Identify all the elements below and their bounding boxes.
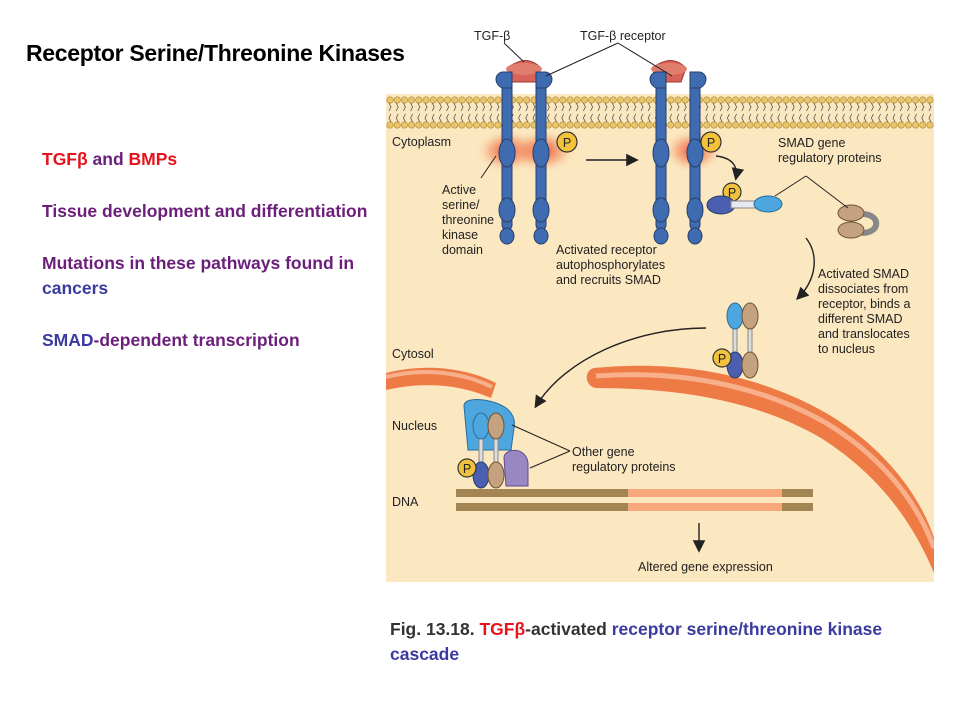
label-active-domain: Active serine/ threonine kinase domain (442, 183, 498, 257)
svg-text:P: P (728, 186, 736, 200)
nuclear-envelope (386, 365, 934, 573)
svg-text:P: P (718, 352, 726, 366)
leader-lines (480, 42, 849, 469)
svg-text:P: P (707, 136, 715, 150)
bullet-tissue-development: Tissue development and differentiation (42, 201, 368, 221)
label-tgfb: TGF-β (474, 29, 510, 43)
label-altered-gene-expression: Altered gene expression (638, 560, 773, 574)
caption-tgf-text: TGF (479, 619, 515, 639)
figure-caption: Fig. 13.18. TGFβ-activated receptor seri… (390, 617, 950, 667)
bullet-tgf-text: TGF (42, 149, 77, 169)
label-activated-smad: Activated SMAD dissociates from receptor… (818, 267, 914, 356)
bullet-dependent-text: -dependent transcription (93, 330, 300, 350)
bullet-mutations: Mutations in these pathways found in can… (42, 251, 372, 301)
bullet-mutations-text: Mutations in these pathways found in (42, 253, 355, 273)
phosphate-group: P (556, 131, 578, 153)
tgfb-pathway-diagram: P P P P P (386, 29, 934, 582)
label-cytosol: Cytosol (392, 347, 434, 361)
label-other-gene-regulatory: Other gene regulatory proteins (572, 445, 676, 474)
label-tgfb-receptor: TGF-β receptor (580, 29, 666, 43)
bullet-smad-text: SMAD (42, 330, 94, 350)
bullet-beta-symbol: β (77, 149, 88, 169)
bullet-bmps-text: BMPs (128, 149, 178, 169)
bullet-and-text: and (87, 149, 129, 169)
caption-beta-symbol: β (514, 619, 526, 639)
smad-free (837, 204, 880, 239)
svg-text:P: P (563, 136, 571, 150)
phosphate-group: P (700, 131, 722, 153)
label-dna: DNA (392, 495, 419, 509)
caption-activated-text: -activated (525, 619, 612, 639)
pathway-arrows (534, 153, 815, 553)
label-smad-gene-regulatory: SMAD gene regulatory proteins (778, 136, 882, 165)
smad-complex-cytosol: P (712, 302, 759, 379)
dna-strands (456, 489, 813, 511)
bullet-smad-transcription: SMAD-dependent transcription (42, 328, 372, 353)
label-activated-receptor: Activated receptor autophosphorylates an… (556, 243, 669, 287)
caption-figure-number: Fig. 13.18. (390, 619, 480, 639)
label-nucleus: Nucleus (392, 419, 437, 433)
smad-recruited: P (706, 182, 783, 215)
smad-complex-nucleus: P (457, 399, 529, 489)
page-title: Receptor Serine/Threonine Kinases (26, 40, 405, 66)
svg-text:P: P (463, 462, 471, 476)
bullet-list: TGFβ and BMPs Tissue development and dif… (42, 147, 372, 380)
bullet-cancers-text: cancers (42, 278, 109, 298)
bullet-tgfb-bmps: TGFβ and BMPs (42, 147, 372, 172)
label-cytoplasm: Cytoplasm (392, 135, 451, 149)
caption-cascade-text: receptor serine/threonine kinase cascade (390, 619, 883, 664)
